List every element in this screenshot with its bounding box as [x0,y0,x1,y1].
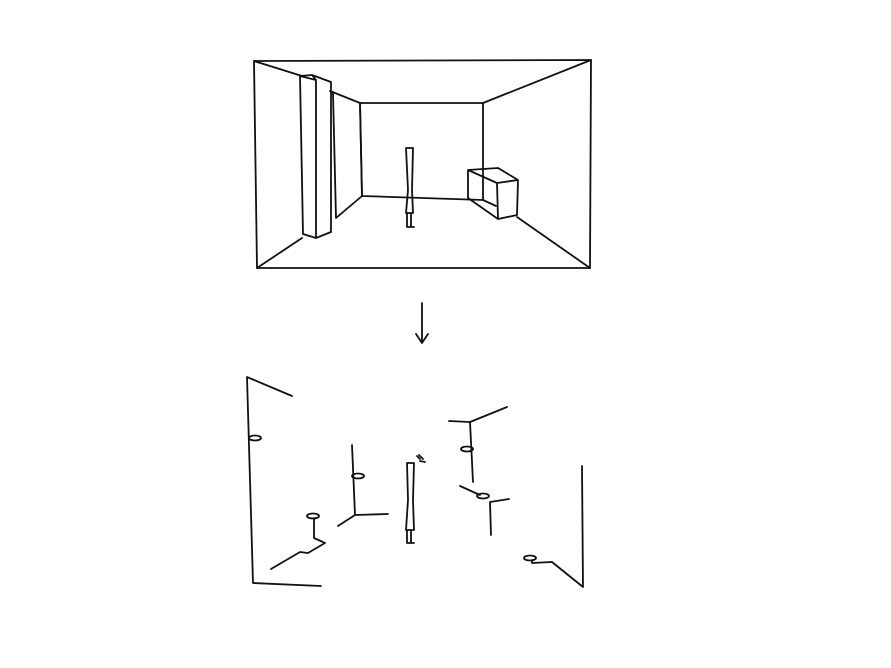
ceiling-diagonal-right [482,59,592,104]
floor-diagonal-right [516,216,591,269]
floor-diagonal-left [256,237,303,269]
corner-fragment-left [337,444,389,527]
ceiling-diagonal-left [253,60,303,77]
handle [460,445,474,453]
stair-fragment [270,517,326,570]
enclosed-room-sketch [253,59,592,269]
gaze-marks [416,454,426,463]
person-figure [405,147,415,228]
side-partition [329,90,363,219]
arrow-down-icon [415,302,429,344]
handle [351,472,365,480]
open-fragments-sketch [246,376,584,588]
box [467,167,519,220]
room-outer-frame [253,59,592,269]
corner-fragment-right-middle [459,485,510,536]
floor-diagonal-box [482,199,497,207]
handle [523,554,537,562]
handle [476,492,490,500]
column [299,74,332,239]
corner-fragment-right-upper [448,406,508,483]
back-wall [359,102,484,201]
handle [306,512,320,520]
right-wall-fragment [531,465,584,588]
handle [248,434,262,442]
left-wall-fragment [246,376,322,587]
person-figure [405,462,415,544]
